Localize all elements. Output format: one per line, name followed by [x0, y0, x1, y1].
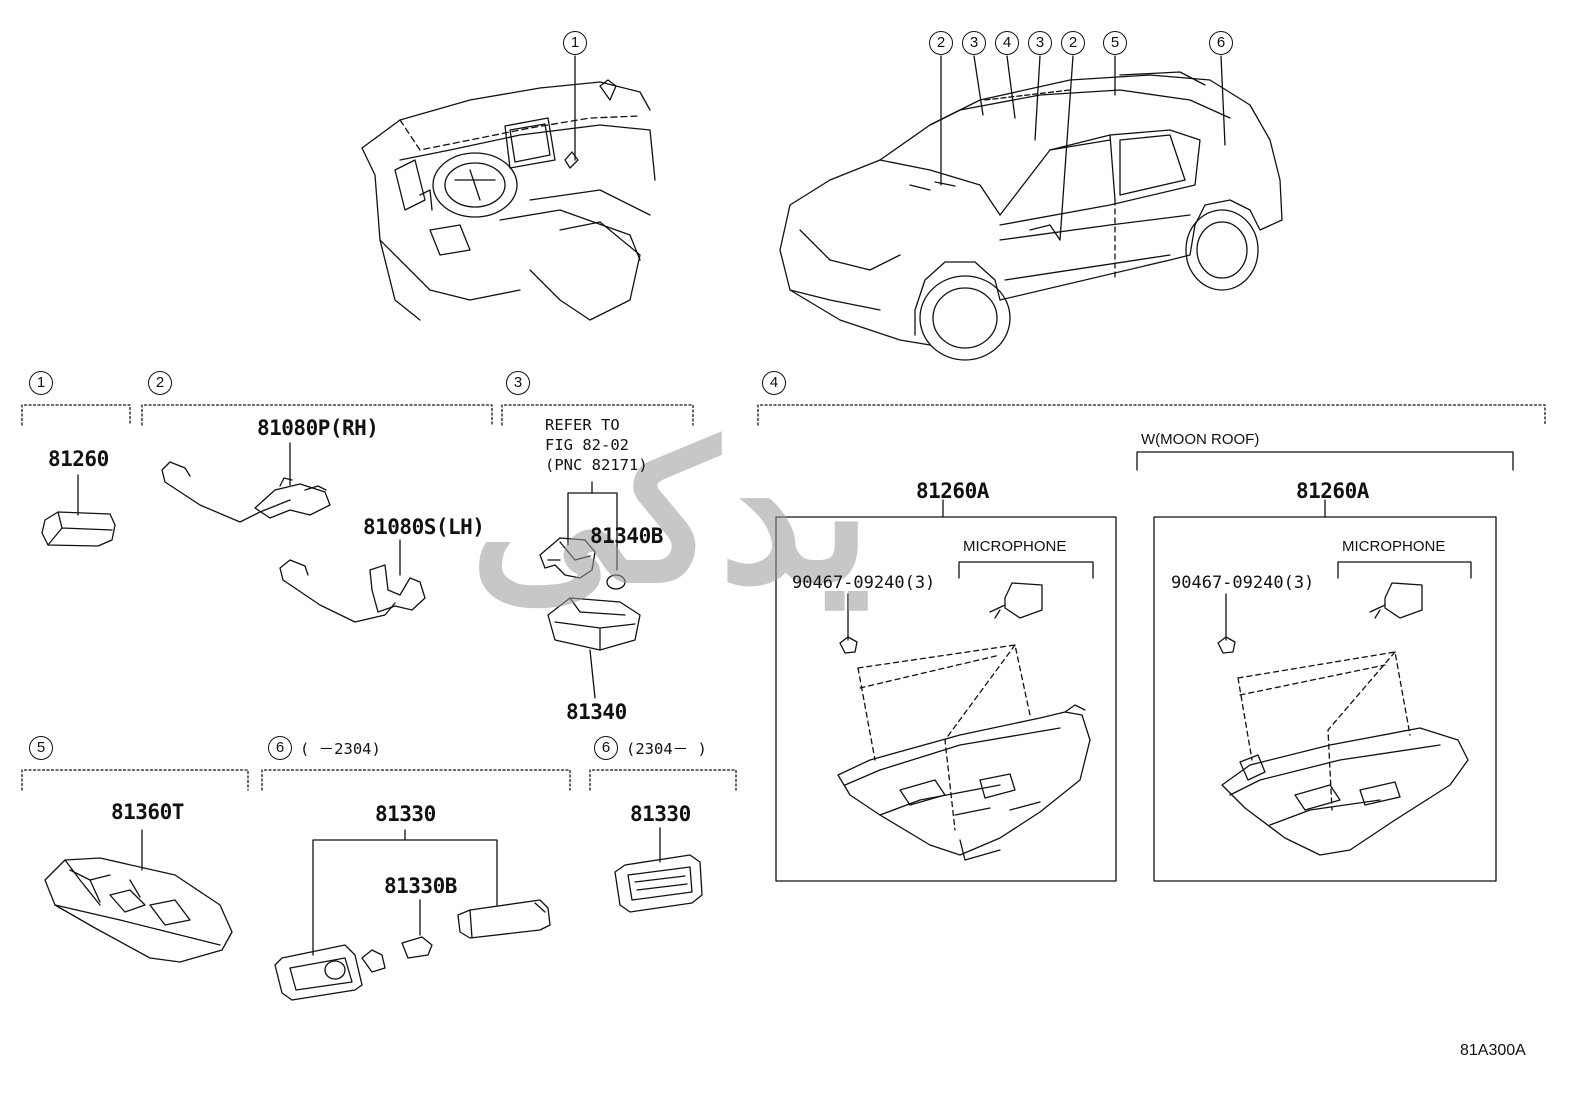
part-81260a-illustration-2 — [1217, 499, 1469, 856]
part-label-81340: 81340 — [566, 700, 627, 724]
clip-label-1: 90467-09240(3) — [792, 573, 936, 593]
dashboard-illustration — [361, 79, 656, 321]
part-label-81080s: 81080S(LH) — [363, 515, 485, 539]
part-81340-illustration — [539, 481, 641, 699]
part-label-81260: 81260 — [48, 447, 109, 471]
watermark-logo: یدکی — [470, 409, 872, 621]
moonroof-label: W(MOON ROOF) — [1141, 431, 1260, 448]
section-5-number: 5 — [29, 736, 53, 760]
microphone-bracket-2 — [1337, 561, 1472, 579]
microphone-bracket-1 — [958, 561, 1094, 579]
callout-car-2b: 2 — [1061, 31, 1085, 55]
section-3-number: 3 — [506, 371, 530, 395]
part-label-81330-2: 81330 — [630, 802, 691, 826]
section-6a-number: 6 — [268, 736, 292, 760]
callout-car-3b: 3 — [1028, 31, 1052, 55]
callout-car-3a: 3 — [962, 31, 986, 55]
section-2-number: 2 — [148, 371, 172, 395]
map-lamp-box-1 — [775, 516, 1117, 882]
figure-code: 81A300A — [1460, 1042, 1526, 1059]
section-6a-range: ( －2304) — [300, 740, 381, 758]
part-label-81260a-1: 81260A — [916, 479, 989, 503]
part-81330-illustration-1 — [274, 829, 551, 1001]
refer-note-line1: REFER TO — [545, 416, 620, 434]
section-brackets — [21, 404, 1546, 791]
part-label-81360t: 81360T — [111, 800, 184, 824]
part-label-81080p: 81080P(RH) — [257, 416, 379, 440]
section-6b-number: 6 — [594, 736, 618, 760]
map-lamp-box-2 — [1153, 516, 1497, 882]
section-6b-range: (2304－ ) — [626, 740, 707, 758]
callout-car-5: 5 — [1103, 31, 1127, 55]
part-81330-illustration-2 — [614, 827, 703, 913]
part-81080-illustration — [161, 442, 426, 623]
callout-car-6: 6 — [1209, 31, 1233, 55]
vehicle-callout-leaders — [574, 55, 1226, 241]
part-label-81330b: 81330B — [384, 874, 457, 898]
part-label-81330-1: 81330 — [375, 802, 436, 826]
moonroof-bracket — [1136, 451, 1514, 471]
part-label-81340b: 81340B — [590, 524, 663, 548]
section-1-number: 1 — [29, 371, 53, 395]
callout-car-2a: 2 — [929, 31, 953, 55]
part-81260a-illustration-1 — [837, 499, 1091, 861]
refer-note-line2: FIG 82-02 — [545, 436, 629, 454]
part-81260-illustration — [41, 474, 116, 547]
callout-car-4: 4 — [995, 31, 1019, 55]
refer-note-line3: (PNC 82171) — [545, 456, 648, 474]
part-81360t-illustration — [44, 829, 233, 963]
vehicle-illustration — [779, 71, 1283, 361]
callout-dash-1: 1 — [563, 31, 587, 55]
microphone-label-2: MICROPHONE — [1342, 538, 1446, 555]
clip-label-2: 90467-09240(3) — [1171, 573, 1315, 593]
section-4-number: 4 — [762, 371, 786, 395]
microphone-label-1: MICROPHONE — [963, 538, 1067, 555]
part-label-81260a-2: 81260A — [1296, 479, 1369, 503]
